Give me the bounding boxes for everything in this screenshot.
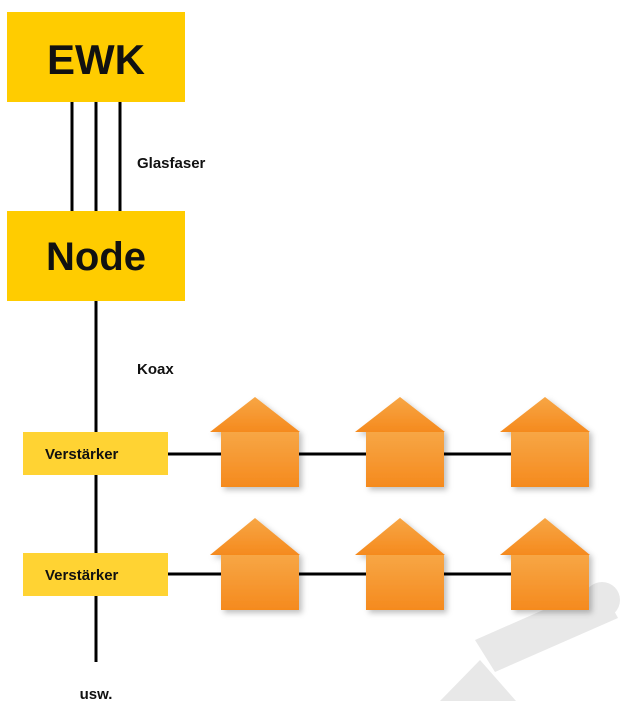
amplifier-label: Verstärker [45,567,119,584]
ewk-label: EWK [47,36,145,83]
amplifier-label: Verstärker [45,446,119,463]
fiber-cable [70,100,122,212]
coax-label: Koax [137,361,174,378]
node-label: Node [46,235,146,279]
amplifier-row-1: Verstärker [23,397,590,487]
house-icon [500,518,590,610]
ewk-node: EWK [7,12,185,102]
amplifier-box: Verstärker [23,432,168,475]
house-icon [210,518,300,610]
house-icon [210,397,300,487]
amplifier-row-2: Verstärker [23,518,590,610]
house-icon [500,397,590,487]
continuation-label: usw. [80,686,113,701]
node-box: Node [7,211,185,301]
house-icon [355,397,445,487]
amplifier-box: Verstärker [23,553,168,596]
house-icon [355,518,445,610]
fiber-label: Glasfaser [137,155,206,172]
